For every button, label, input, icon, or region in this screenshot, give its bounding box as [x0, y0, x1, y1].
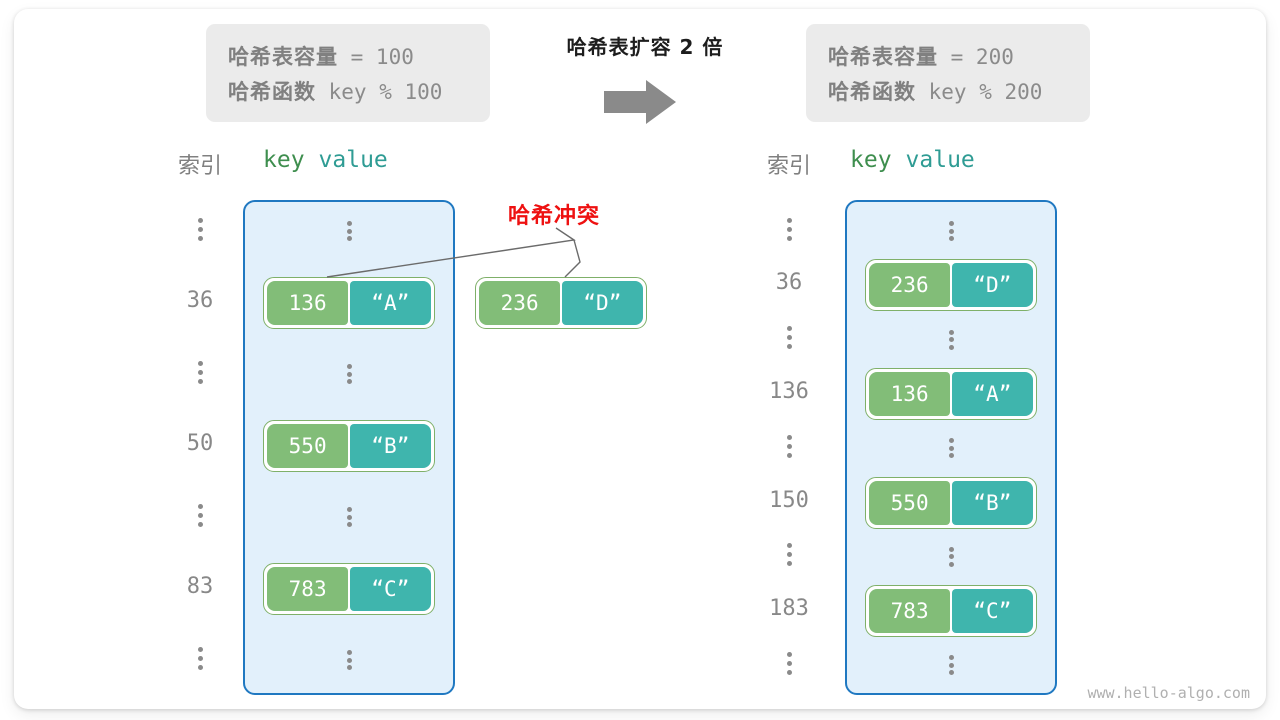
- bucket-entry: 136“A”: [865, 367, 1037, 420]
- right-capacity-value: = 200: [938, 45, 1014, 69]
- index-label: 50: [186, 430, 214, 456]
- left-key-header-text: key: [263, 147, 305, 173]
- left-index-header: 索引: [177, 154, 222, 179]
- bucket-entry-value: “C”: [349, 566, 431, 611]
- bucket-entry: 550“B”: [263, 419, 435, 472]
- left-function-label: 哈希函数: [228, 80, 316, 104]
- right-hash-table-info-box: 哈希表容量 = 200 哈希函数 key % 200: [806, 24, 1090, 122]
- bucket-entry-value: “A”: [349, 280, 431, 325]
- bucket-ellipsis: [948, 221, 955, 241]
- index-label: 183: [769, 596, 809, 622]
- index-ellipsis: [749, 542, 829, 567]
- bucket-entry: 550“B”: [865, 476, 1037, 529]
- bucket-entry-value: “B”: [951, 480, 1033, 525]
- bucket-entry: 236“D”: [865, 259, 1037, 312]
- bucket-entry-value: “D”: [951, 263, 1033, 308]
- right-function-line: 哈希函数 key % 200: [828, 75, 1068, 110]
- bucket-ellipsis: [346, 221, 353, 241]
- bucket-entry-key: 236: [869, 263, 951, 308]
- right-index-header: 索引: [766, 154, 811, 179]
- right-capacity-label: 哈希表容量: [828, 45, 938, 69]
- index-ellipsis: [749, 325, 829, 350]
- index-ellipsis: [160, 645, 240, 670]
- bucket-ellipsis: [346, 364, 353, 384]
- bucket-entry-key: 136: [869, 371, 951, 416]
- bucket-entry-key: 550: [267, 423, 349, 468]
- right-value-header-text: value: [905, 147, 975, 173]
- collision-overflow-key: 236: [479, 281, 561, 325]
- right-arrow-icon: [604, 80, 676, 124]
- bucket-entry-value: “A”: [951, 371, 1033, 416]
- index-label: 150: [769, 487, 809, 513]
- bucket-ellipsis: [346, 507, 353, 527]
- bucket-ellipsis: [346, 650, 353, 670]
- bucket-ellipsis: [948, 546, 955, 567]
- bucket-entry-key: 550: [869, 480, 951, 525]
- left-capacity-line: 哈希表容量 = 100: [228, 40, 468, 75]
- left-function-value: key % 100: [316, 80, 443, 104]
- right-function-label: 哈希函数: [828, 80, 916, 104]
- bucket-entry-key: 136: [267, 280, 349, 325]
- watermark: www.hello-algo.com: [1087, 684, 1250, 702]
- bucket-entry: 783“C”: [263, 562, 435, 615]
- bucket-entry-value: “B”: [349, 423, 431, 468]
- bucket-entry-key: 783: [869, 589, 951, 634]
- index-ellipsis: [160, 359, 240, 384]
- left-value-header-text: value: [318, 147, 388, 173]
- left-capacity-label: 哈希表容量: [228, 45, 338, 69]
- index-ellipsis: [160, 502, 240, 527]
- bucket-entry: 136“A”: [263, 276, 435, 329]
- index-ellipsis: [749, 650, 829, 675]
- index-label: 83: [186, 573, 214, 599]
- bucket-entry-value: “C”: [951, 589, 1033, 634]
- bucket-ellipsis: [948, 329, 955, 350]
- index-label: 136: [769, 378, 809, 404]
- right-capacity-line: 哈希表容量 = 200: [828, 40, 1068, 75]
- index-ellipsis: [749, 216, 829, 241]
- collision-overflow-entry: 236 “D”: [475, 277, 647, 329]
- left-hash-table-info-box: 哈希表容量 = 100 哈希函数 key % 100: [206, 24, 490, 122]
- left-function-line: 哈希函数 key % 100: [228, 75, 468, 110]
- index-ellipsis: [749, 433, 829, 458]
- left-capacity-value: = 100: [338, 45, 414, 69]
- right-key-header: key value: [850, 147, 975, 173]
- collision-overflow-value: “D”: [561, 281, 643, 325]
- right-key-header-text: key: [850, 147, 892, 173]
- transition-title: 哈希表扩容 2 倍: [566, 35, 724, 59]
- left-key-header: key value: [263, 147, 388, 173]
- index-label: 36: [775, 270, 803, 296]
- index-label: 36: [186, 287, 214, 313]
- collision-label: 哈希冲突: [507, 204, 600, 229]
- card-frame: [14, 9, 1266, 709]
- bucket-entry-key: 783: [267, 566, 349, 611]
- bucket-ellipsis: [948, 655, 955, 676]
- bucket-entry: 783“C”: [865, 585, 1037, 638]
- right-function-value: key % 200: [916, 80, 1043, 104]
- bucket-ellipsis: [948, 438, 955, 459]
- index-ellipsis: [160, 216, 240, 241]
